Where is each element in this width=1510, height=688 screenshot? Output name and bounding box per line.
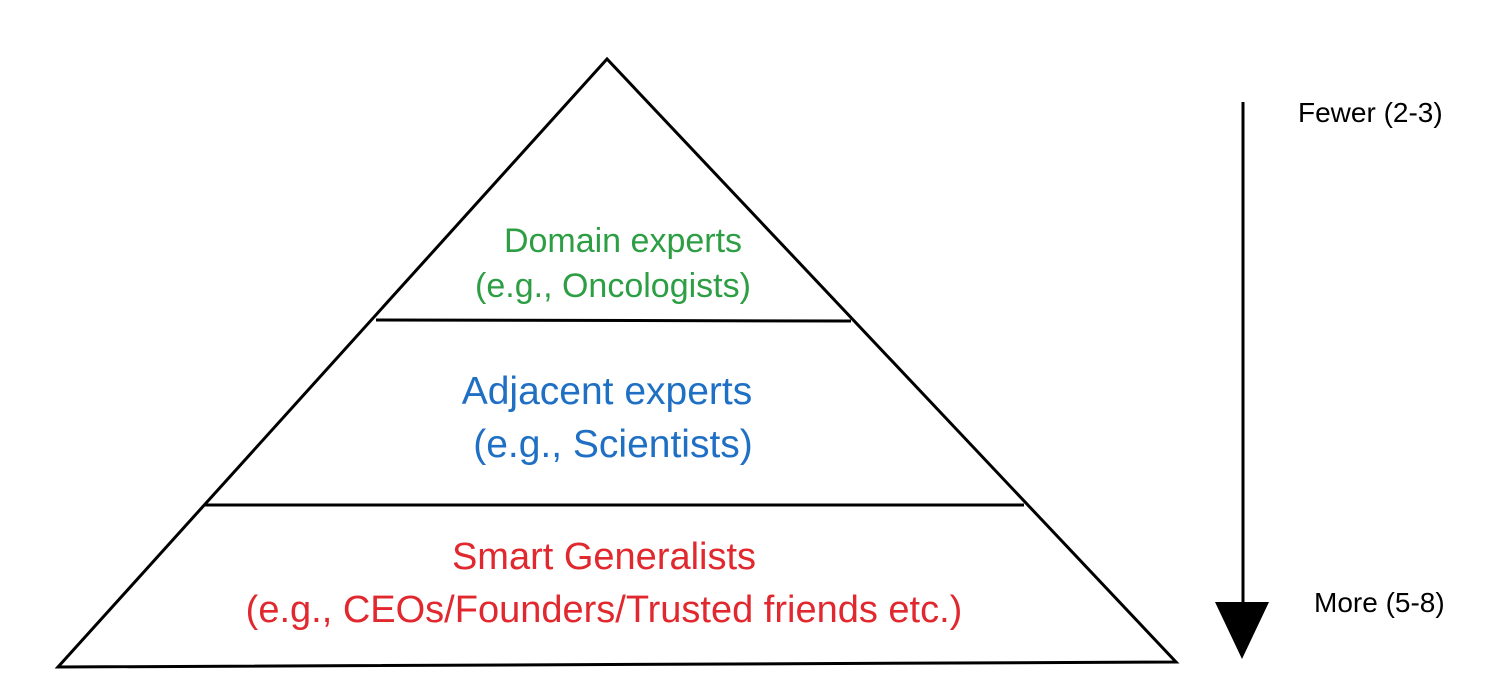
tier-domain-experts-example: (e.g., Oncologists) bbox=[475, 267, 751, 305]
tier-adjacent-experts: Adjacent experts (e.g., Scientists) bbox=[462, 370, 753, 466]
tier-domain-experts-title: Domain experts bbox=[504, 222, 742, 260]
tier-adjacent-experts-title: Adjacent experts bbox=[462, 370, 753, 413]
down-arrow-icon bbox=[1215, 102, 1269, 659]
arrow-head bbox=[1215, 602, 1269, 659]
tier-divider-top bbox=[375, 318, 852, 323]
pyramid-outline bbox=[54, 56, 1180, 669]
tier-domain-experts: Domain experts (e.g., Oncologists) bbox=[475, 222, 751, 305]
arrow-label-more: More (5-8) bbox=[1314, 587, 1445, 618]
tier-smart-generalists-example: (e.g., CEOs/Founders/Trusted friends etc… bbox=[246, 589, 963, 631]
tier-adjacent-experts-example: (e.g., Scientists) bbox=[473, 423, 753, 466]
arrow-label-fewer: Fewer (2-3) bbox=[1298, 97, 1443, 128]
tier-smart-generalists: Smart Generalists (e.g., CEOs/Founders/T… bbox=[246, 536, 963, 631]
tier-smart-generalists-title: Smart Generalists bbox=[452, 536, 756, 578]
